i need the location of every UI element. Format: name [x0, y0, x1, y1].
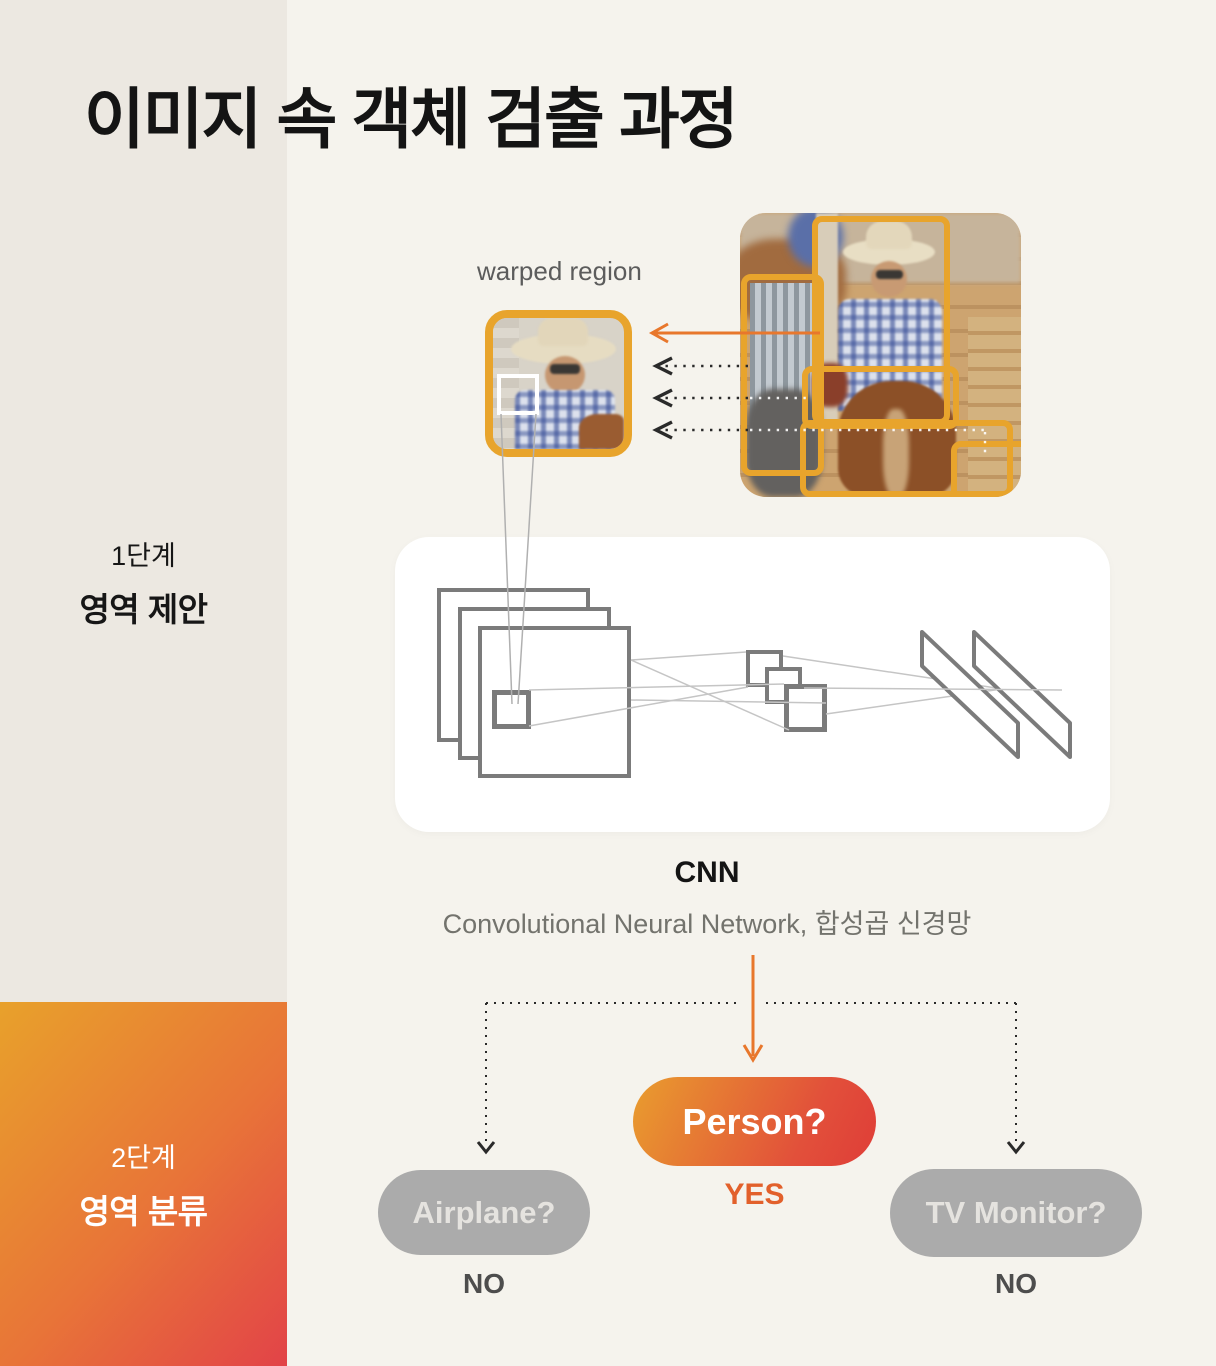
stage1-step-name: 영역 제안 [79, 591, 208, 628]
tv-monitor-pill: TV Monitor? [890, 1169, 1142, 1257]
airplane-answer: NO [463, 1268, 505, 1299]
photo-dark-horse-shape [746, 389, 822, 497]
tv-monitor-answer: NO [995, 1268, 1037, 1299]
cnn-title: CNN [674, 856, 740, 889]
airplane-pill: Airplane? [378, 1170, 590, 1255]
cowboy-hat-crown-shape [538, 318, 588, 346]
source-photo [740, 213, 1021, 497]
warp-arrows-dotted [652, 356, 748, 440]
bounding-box-corner [951, 441, 1021, 497]
stage2-label-group: 2단계 영역 분류 [0, 1136, 287, 1233]
cnn-caption: CNN Convolutional Neural Network, 합성곱 신경… [397, 856, 1017, 941]
sunglasses-shape [550, 364, 580, 374]
airplane-pill-label: Airplane? [412, 1194, 556, 1230]
stage2-step-name: 영역 분류 [79, 1193, 208, 1230]
bounding-box-metal-panel [741, 274, 824, 476]
person-pill-label: Person? [682, 1100, 827, 1142]
warped-region-label: warped region [477, 256, 642, 286]
person-answer: YES [724, 1178, 785, 1211]
photo-sunglasses-shape [876, 270, 903, 279]
person-pill: Person? [633, 1077, 876, 1166]
stage2-step-number: 2단계 [111, 1143, 176, 1173]
stage1-step-number: 1단계 [111, 541, 176, 571]
photo-face-shape [871, 261, 907, 297]
cnn-feature-map-3 [784, 684, 827, 732]
sidebar-stage2-panel [0, 1002, 287, 1366]
cnn-subtitle: Convolutional Neural Network, 합성곱 신경망 [442, 909, 972, 939]
cowboy-face-shape [545, 356, 585, 394]
tv-monitor-pill-label: TV Monitor? [925, 1195, 1107, 1230]
cnn-diagram-panel [395, 537, 1110, 832]
horse-head-shape [579, 414, 624, 449]
page-title: 이미지 속 객체 검출 과정 [84, 82, 739, 156]
cnn-to-person-arrow [742, 955, 764, 1063]
bounding-box-horse-body [800, 420, 1013, 497]
roi-square [497, 374, 539, 415]
warped-region-image [485, 310, 632, 457]
sidebar-stage1-panel [0, 0, 287, 1002]
photo-hat-crown-shape [866, 221, 912, 249]
cnn-receptive-field-square [492, 690, 531, 729]
stage1-label-group: 1단계 영역 제안 [0, 534, 287, 631]
